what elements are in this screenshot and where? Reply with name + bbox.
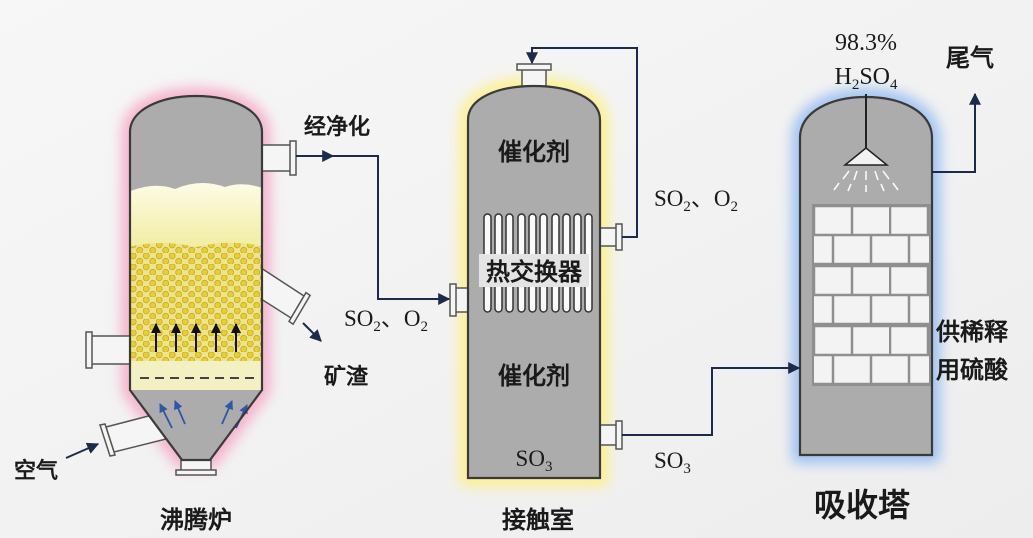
furnace-side-pipe — [89, 335, 133, 365]
spray-droplet — [892, 182, 899, 191]
formula-subscript: 3 — [545, 459, 553, 475]
formula-part: H — [834, 64, 851, 90]
formula-subscript: 2 — [731, 199, 739, 215]
spray-nozzle — [842, 147, 890, 166]
exchanger-outlet-flange — [615, 223, 623, 251]
spray-droplet — [847, 183, 852, 192]
exchanger-outlet-gas-label: SO2、O2 — [654, 186, 738, 215]
spray-acid-formula: H2SO4 — [834, 64, 898, 93]
formula-subscript: 2 — [421, 319, 429, 335]
air-label: 空气 — [14, 458, 58, 484]
tail-gas-label: 尾气 — [946, 44, 994, 72]
cone-air-arrows — [159, 400, 248, 429]
furnace-bottom-flange — [175, 469, 217, 476]
catalyst-lower-label: 催化剂 — [498, 362, 570, 390]
furnace-lower-zone — [130, 361, 262, 391]
spray-droplet — [853, 170, 858, 181]
slag-outlet-flange — [287, 291, 312, 326]
chamber-inlet-gas-label: SO2、O2 — [344, 306, 428, 335]
spray-droplet — [880, 183, 885, 192]
air-inlet-flange — [99, 423, 116, 457]
formula-subscript: 2 — [373, 319, 381, 335]
product-label-line2: 用硫酸 — [936, 356, 1009, 384]
so3-stream-label: SO3 — [654, 448, 691, 477]
formula-part: SO — [344, 306, 373, 331]
formula-part: SO — [859, 64, 890, 90]
contact-chamber-label: 接触室 — [502, 506, 574, 534]
product-label-line1: 供稀释 — [935, 318, 1009, 346]
catalyst-upper-label: 催化剂 — [498, 138, 570, 166]
slag-label: 矿渣 — [324, 364, 369, 390]
purified-label: 经净化 — [304, 114, 370, 140]
furnace-outline — [128, 94, 264, 462]
spray-concentration-label: 98.3% — [835, 30, 897, 56]
formula-subscript: 2 — [852, 77, 860, 93]
chamber-inner-so3-label: SO3 — [516, 446, 553, 475]
heat-exchanger-label: 热交换器 — [486, 258, 583, 286]
formula-part: SO — [654, 448, 683, 473]
furnace-gas-outlet-flange — [289, 140, 297, 176]
slag-arrow — [302, 322, 322, 342]
formula-part: 、O — [691, 186, 731, 211]
bed-gas-arrows — [151, 323, 241, 352]
formula-part: SO — [654, 186, 683, 211]
air-arrow — [221, 400, 233, 425]
furnace-haze-zone — [130, 183, 262, 262]
chamber-inlet-flange — [449, 283, 457, 317]
flow-lines — [65, 47, 981, 459]
absorption-tower-label: 吸收塔 — [814, 486, 911, 524]
chamber-top-inlet-flange — [516, 63, 552, 71]
furnace-gas-outlet-pipe — [257, 144, 293, 172]
formula-subscript: 2 — [683, 199, 691, 215]
so3-to-tower-line — [622, 362, 801, 436]
air-arrow-in — [65, 442, 100, 459]
spray-droplet — [833, 182, 840, 191]
furnace-side-flange — [85, 331, 93, 369]
acid-spray-droplets — [833, 170, 899, 192]
formula-part: SO — [516, 446, 545, 471]
boiling-furnace-label: 沸腾炉 — [160, 506, 232, 534]
air-arrow — [159, 403, 173, 429]
purified-gas-line — [333, 155, 451, 305]
spray-droplet — [842, 170, 850, 180]
spray-droplet — [882, 170, 890, 180]
formula-subscript: 3 — [683, 461, 691, 477]
formula-part: 、O — [381, 306, 421, 331]
spray-droplet — [874, 170, 879, 181]
absorption-tower — [793, 89, 939, 462]
tower-brick-packing — [812, 204, 931, 386]
air-arrow — [174, 400, 186, 425]
contact-chamber: 催化剂 热交换器 催化剂 SO3 — [449, 63, 623, 485]
chamber-outlet-flange — [615, 420, 623, 450]
formula-subscript: 4 — [890, 77, 898, 93]
heat-exchanger-label-box — [479, 254, 589, 287]
recycle-gas-line — [526, 47, 638, 238]
tail-gas-line — [932, 92, 981, 173]
